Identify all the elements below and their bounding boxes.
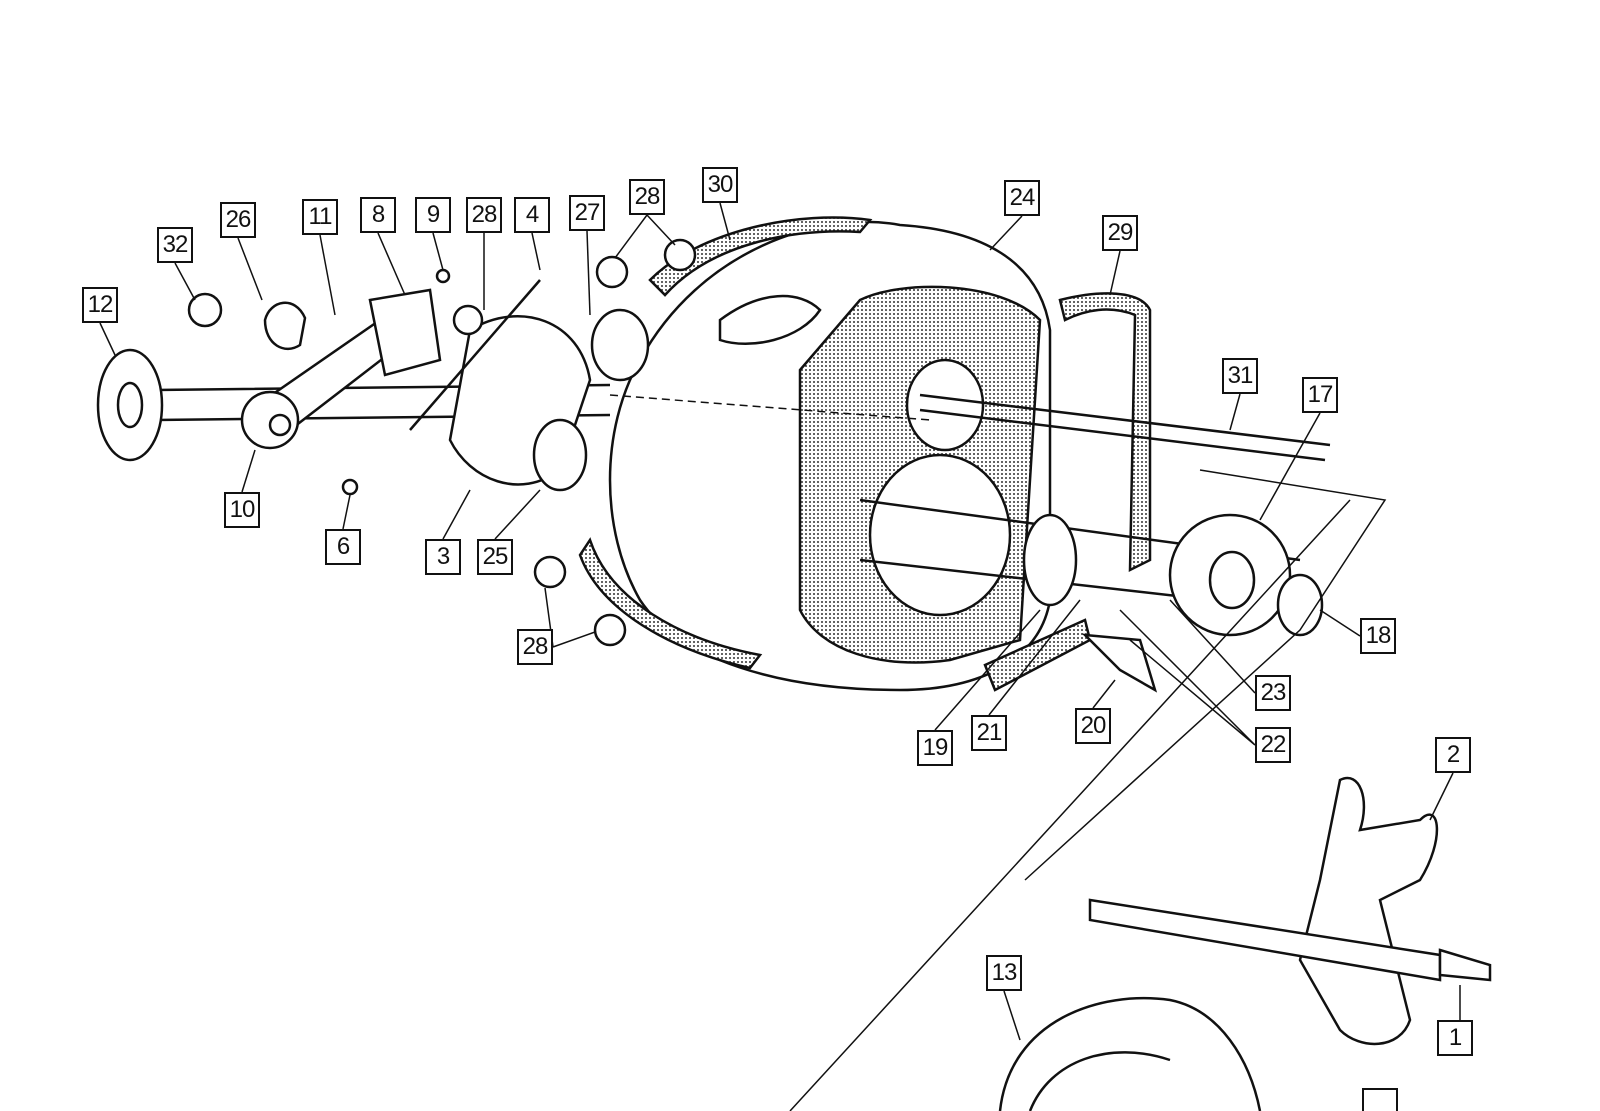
- callout-27: 27: [569, 195, 605, 231]
- callout-19: 19: [917, 730, 953, 766]
- callout-4: 4: [514, 197, 550, 233]
- callout-12: 12: [82, 287, 118, 323]
- callout-21: 21: [971, 715, 1007, 751]
- callout-2: 2: [1435, 737, 1471, 773]
- callout-28b: 28: [629, 179, 665, 215]
- callout-10: 10: [224, 492, 260, 528]
- callout-3: 3: [425, 539, 461, 575]
- callout-24: 24: [1004, 180, 1040, 216]
- callout-18: 18: [1360, 618, 1396, 654]
- callout-26: 26: [220, 202, 256, 238]
- callout-30: 30: [702, 167, 738, 203]
- callout-8: 8: [360, 197, 396, 233]
- callout-20: 20: [1075, 708, 1111, 744]
- callout-17: 17: [1302, 377, 1338, 413]
- callout-13: 13: [986, 955, 1022, 991]
- callout-1: 1: [1437, 1020, 1473, 1056]
- callout-25: 25: [477, 539, 513, 575]
- callout-9: 9: [415, 197, 451, 233]
- callout-11: 11: [302, 199, 338, 235]
- callout-28a: 28: [466, 197, 502, 233]
- callout-23: 23: [1255, 675, 1291, 711]
- callout-31: 31: [1222, 358, 1258, 394]
- callout-32: 32: [157, 227, 193, 263]
- callout-22: 22: [1255, 727, 1291, 763]
- callout-29: 29: [1102, 215, 1138, 251]
- callout-28c: 28: [517, 629, 553, 665]
- callout-6: 6: [325, 529, 361, 565]
- callout-cut-off: [1362, 1088, 1398, 1111]
